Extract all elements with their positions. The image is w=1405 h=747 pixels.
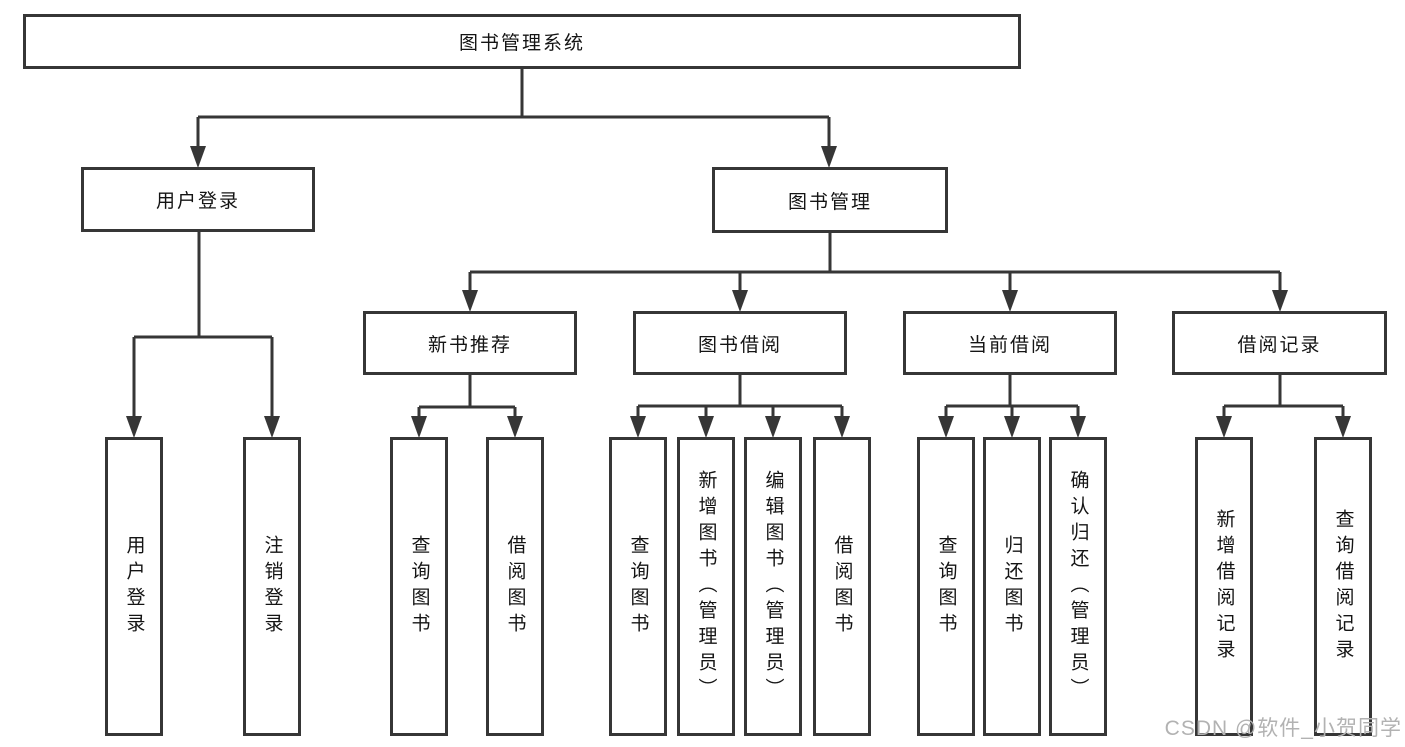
node-leaf-borrow-books: 借阅图书	[813, 437, 871, 736]
node-new-book-recommendation: 新书推荐	[363, 311, 577, 375]
node-current-borrowing: 当前借阅	[903, 311, 1117, 375]
node-book-borrowing: 图书借阅	[633, 311, 847, 375]
node-leaf-user-login: 用户登录	[105, 437, 163, 736]
node-leaf-add-borrow-record: 新增借阅记录	[1195, 437, 1253, 736]
node-label: 查询图书	[627, 534, 649, 639]
node-borrowing-records: 借阅记录	[1172, 311, 1387, 375]
arrow-down-icon	[411, 416, 427, 438]
arrow-down-icon	[1002, 290, 1018, 312]
arrow-down-icon	[264, 416, 280, 438]
node-leaf-return-books: 归还图书	[983, 437, 1041, 736]
node-label: 归还图书	[1001, 534, 1023, 639]
node-label: 用户登录	[123, 534, 145, 639]
node-label: 借阅图书	[504, 534, 526, 639]
arrow-down-icon	[1272, 290, 1288, 312]
node-label: 借阅图书	[831, 534, 853, 639]
node-label: 新增图书（管理员）	[695, 469, 717, 704]
arrow-down-icon	[507, 416, 523, 438]
node-leaf-add-books-admin: 新增图书（管理员）	[677, 437, 735, 736]
node-leaf-query-books: 查询图书	[609, 437, 667, 736]
arrow-down-icon	[821, 146, 837, 168]
arrow-down-icon	[698, 416, 714, 438]
connector-bookmgmt-to-level3	[468, 233, 1282, 294]
node-leaf-query-books: 查询图书	[917, 437, 975, 736]
arrow-down-icon	[938, 416, 954, 438]
connector-record-to-leaves	[1222, 375, 1345, 420]
node-leaf-confirm-return-admin: 确认归还（管理员）	[1049, 437, 1107, 736]
node-label: 查询借阅记录	[1332, 508, 1354, 665]
node-leaf-borrow-books: 借阅图书	[486, 437, 544, 736]
node-library-management-system: 图书管理系统	[23, 14, 1021, 69]
connector-root-to-level2	[196, 69, 831, 150]
node-leaf-logout: 注销登录	[243, 437, 301, 736]
arrow-down-icon	[1070, 416, 1086, 438]
node-leaf-query-books: 查询图书	[390, 437, 448, 736]
node-label: 编辑图书（管理员）	[762, 469, 784, 704]
connector-userlogin-to-leaves	[132, 232, 274, 419]
arrow-down-icon	[1004, 416, 1020, 438]
connector-borrow-to-leaves	[636, 375, 844, 420]
arrow-down-icon	[462, 290, 478, 312]
node-book-management-branch: 图书管理	[712, 167, 948, 233]
node-label: 查询图书	[408, 534, 430, 639]
arrow-down-icon	[732, 290, 748, 312]
arrow-down-icon	[630, 416, 646, 438]
node-label: 注销登录	[261, 534, 283, 639]
connector-newbook-to-leaves	[417, 375, 517, 420]
node-label: 查询图书	[935, 534, 957, 639]
arrow-down-icon	[190, 146, 206, 168]
node-user-login-branch: 用户登录	[81, 167, 315, 232]
arrow-down-icon	[765, 416, 781, 438]
arrow-down-icon	[1335, 416, 1351, 438]
arrow-down-icon	[126, 416, 142, 438]
node-label: 确认归还（管理员）	[1067, 469, 1089, 704]
csdn-watermark: CSDN @软件_小贺同学	[1164, 717, 1402, 740]
arrow-down-icon	[834, 416, 850, 438]
arrowheads	[126, 146, 1351, 438]
connector-current-to-leaves	[944, 375, 1080, 420]
arrow-down-icon	[1216, 416, 1232, 438]
node-leaf-query-borrow-record: 查询借阅记录	[1314, 437, 1372, 736]
node-label: 新增借阅记录	[1213, 508, 1235, 665]
node-leaf-edit-books-admin: 编辑图书（管理员）	[744, 437, 802, 736]
